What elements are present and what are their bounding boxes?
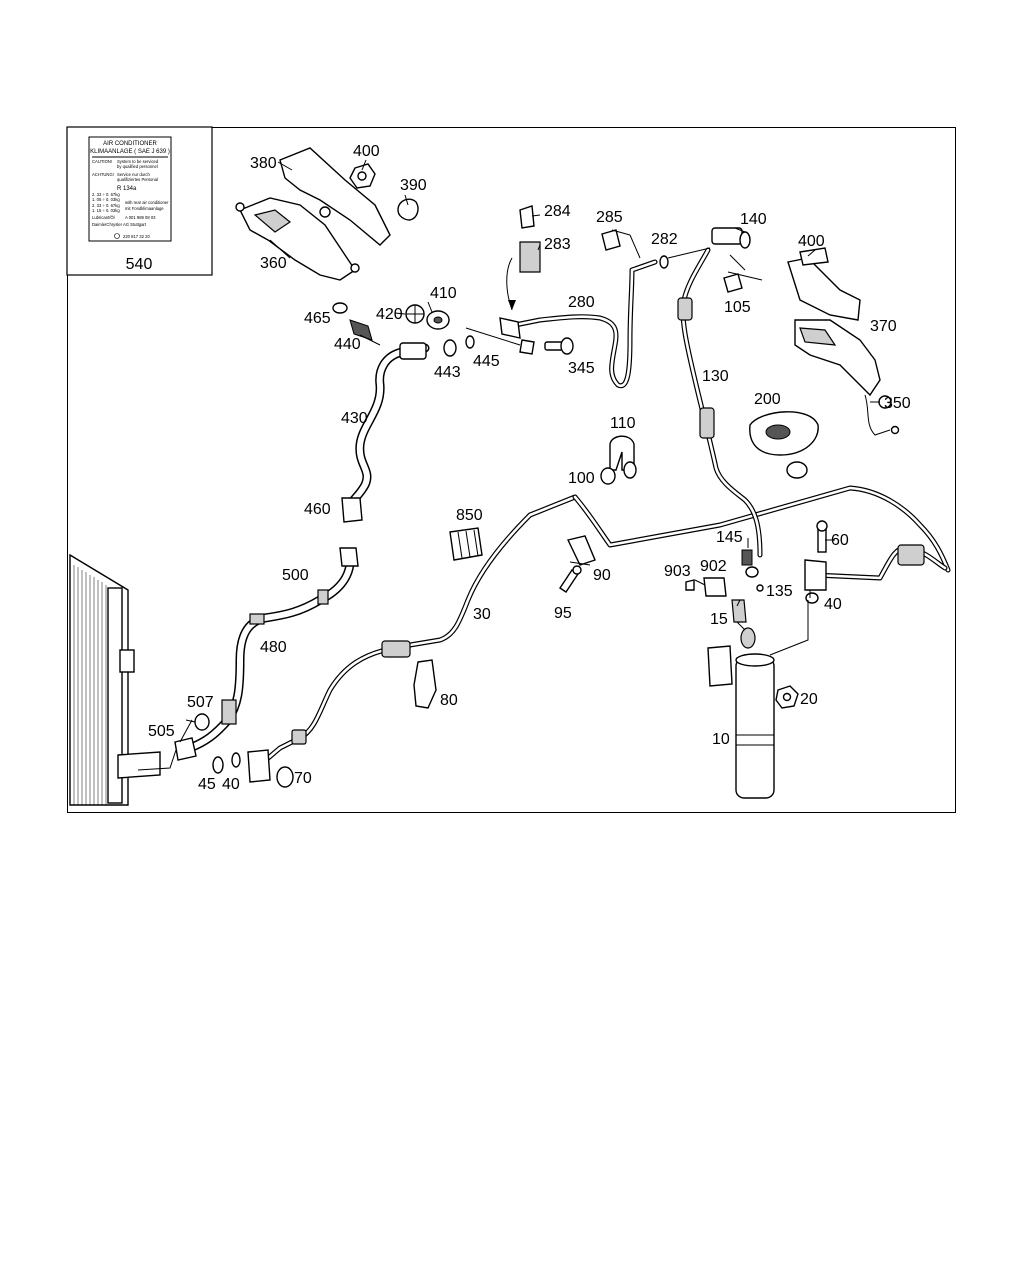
- callout-400-right: 400: [798, 233, 825, 250]
- callout-370: 370: [870, 318, 897, 335]
- callout-345: 345: [568, 360, 595, 377]
- small-parts: [174, 163, 828, 788]
- callout-90: 90: [593, 567, 611, 584]
- callout-70: 70: [294, 770, 312, 787]
- callout-10: 10: [712, 731, 730, 748]
- callout-410: 410: [430, 285, 457, 302]
- callout-430: 430: [341, 410, 368, 427]
- leader-lines: [137, 159, 880, 771]
- decal-charge-2: 1. 05 ÷ 0. 03kg: [92, 197, 120, 202]
- decal-box: AIR CONDITIONER KLIMAANLAGE ( SAE J 639 …: [66, 126, 213, 276]
- callout-500: 500: [282, 567, 309, 584]
- decal-charge-3: 2. 33 ÷ 0. 67kg: [92, 203, 120, 208]
- callout-420: 420: [376, 306, 403, 323]
- callout-45: 45: [198, 776, 216, 793]
- decal-caution-text2: by qualified personnel: [117, 164, 158, 169]
- decal-caution-label: CAUTION!: [92, 159, 112, 164]
- decal-charge-4: 1. 15 ÷ 0. 03kg: [92, 208, 120, 213]
- callout-400-left: 400: [353, 143, 380, 160]
- callout-30: 30: [473, 606, 491, 623]
- callout-80: 80: [440, 692, 458, 709]
- decal-part-number: 220 817 32 20: [123, 234, 150, 239]
- callout-505: 505: [148, 723, 175, 740]
- bracket-360-380: [235, 147, 391, 281]
- callout-283: 283: [544, 236, 571, 253]
- callout-284: 284: [544, 203, 571, 220]
- callout-40-left: 40: [222, 776, 240, 793]
- callout-380: 380: [250, 155, 277, 172]
- callout-110: 110: [610, 415, 636, 432]
- callout-20: 20: [800, 691, 818, 708]
- callout-15: 15: [710, 611, 728, 628]
- callout-200: 200: [754, 391, 781, 408]
- decal-lubricant-label: Lubricant/Öl: [92, 215, 115, 220]
- callout-280: 280: [568, 294, 595, 311]
- condenser: [69, 553, 161, 806]
- callout-130: 130: [702, 368, 729, 385]
- callout-902: 902: [700, 558, 727, 575]
- callout-903: 903: [664, 563, 691, 580]
- hoses: [185, 227, 951, 768]
- callout-465: 465: [304, 310, 331, 327]
- callout-460: 460: [304, 501, 331, 518]
- callout-507: 507: [187, 694, 214, 711]
- decal-maker: DaimlerChrysler AG Stuttgart: [92, 222, 147, 227]
- decal-rear-text2: mit Fondklimaanlage: [125, 206, 164, 211]
- decal-achtung-text2: qualifiziertes Personal: [117, 177, 158, 182]
- callout-443: 443: [434, 364, 461, 381]
- callout-105: 105: [724, 299, 751, 316]
- diagram-frame: [67, 127, 956, 813]
- callout-350: 350: [884, 395, 911, 412]
- callout-40-right: 40: [824, 596, 842, 613]
- callout-850: 850: [456, 507, 483, 524]
- decal-rear-text1: with rear air conditioner: [125, 200, 169, 205]
- callout-95: 95: [554, 605, 572, 622]
- bracket-370: [787, 247, 900, 436]
- decal-achtung-label: ACHTUNG!: [92, 172, 114, 177]
- callouts: 380 400 390 360 284 283 285 282 140 400 …: [148, 143, 911, 793]
- callout-60: 60: [831, 532, 849, 549]
- callout-140: 140: [740, 211, 767, 228]
- callout-445: 445: [473, 353, 500, 370]
- decal-title-1: AIR CONDITIONER: [103, 141, 157, 147]
- callout-480: 480: [260, 639, 287, 656]
- decal-caution-text1: System to be serviced: [117, 159, 159, 164]
- callout-390: 390: [400, 177, 427, 194]
- decal-charge-1: 2. 33 ÷ 0. 67kg: [92, 192, 120, 197]
- decal-lubricant-value: A 001 989 08 03: [125, 215, 156, 220]
- decal-refrigerant: R 134a: [117, 186, 137, 192]
- callout-145: 145: [716, 529, 743, 546]
- receiver-drier: [707, 627, 775, 799]
- decal-achtung-text1: Service nur durch: [117, 172, 150, 177]
- decal-title-2: KLIMAANLAGE ( SAE J 639 ): [90, 149, 170, 155]
- callout-282: 282: [651, 231, 678, 248]
- callout-285: 285: [596, 209, 623, 226]
- star-logo-icon: [114, 233, 120, 239]
- callout-100: 100: [568, 470, 595, 487]
- callout-540: 540: [126, 256, 153, 273]
- callout-440: 440: [334, 336, 361, 353]
- callout-135: 135: [766, 583, 793, 600]
- callout-360: 360: [260, 255, 287, 272]
